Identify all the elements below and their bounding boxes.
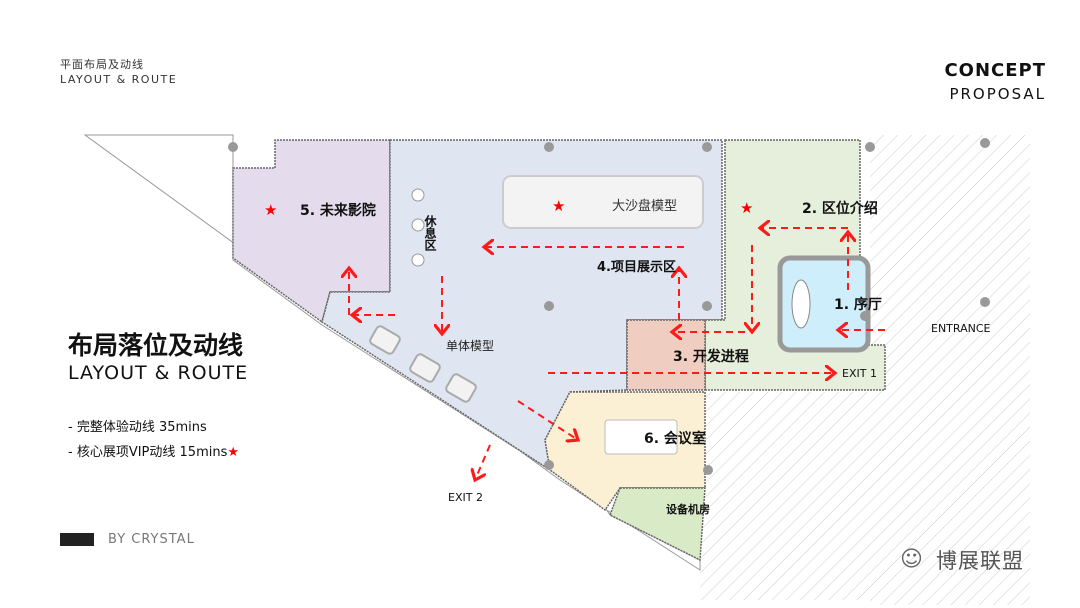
- route-full: - 完整体验动线 35mins: [68, 416, 207, 435]
- subtitle-cn: 平面布局及动线: [60, 58, 144, 71]
- zone-label-location: 2. 区位介绍: [802, 200, 878, 217]
- author: BY CRYSTAL: [108, 532, 195, 547]
- entrance-label: ENTRANCE: [931, 322, 991, 335]
- author-bar: [60, 533, 94, 546]
- zone-label-lobby: 1. 序厅: [834, 296, 882, 313]
- zone-label-rest: 休息区: [423, 214, 437, 252]
- unit-models: [369, 325, 477, 403]
- zone-label-progress: 3. 开发进程: [673, 348, 749, 365]
- zone-label-unit-model: 单体模型: [446, 339, 494, 353]
- wechat-icon: ☺: [900, 547, 923, 572]
- svg-text:★: ★: [264, 201, 277, 219]
- route-vip-label: - 核心展项VIP动线 15mins: [68, 445, 228, 460]
- zone-label-sandtable: 大沙盘模型: [612, 198, 677, 214]
- watermark-text: 博展联盟: [936, 549, 1024, 573]
- route-vip: - 核心展项VIP动线 15mins★: [68, 441, 239, 460]
- star-icon: ★: [227, 445, 240, 460]
- zone-label-equipment: 设备机房: [666, 502, 710, 516]
- zone-label-cinema: 5. 未来影院: [300, 202, 376, 219]
- concept-label: CONCEPT: [944, 60, 1046, 81]
- lobby-screen: [791, 279, 811, 329]
- rest-seats: [411, 188, 425, 267]
- exit1-label: EXIT 1: [842, 367, 877, 380]
- subtitle-en: LAYOUT & ROUTE: [60, 73, 178, 86]
- route-arrows: [349, 228, 885, 480]
- columns: [228, 138, 990, 475]
- zone-equipment[interactable]: [609, 487, 706, 562]
- page-title-en: LAYOUT & ROUTE: [68, 362, 249, 384]
- exit2-label: EXIT 2: [448, 491, 483, 504]
- route-full-label: - 完整体验动线 35mins: [68, 420, 207, 435]
- zone-label-meeting: 6. 会议室: [644, 430, 706, 447]
- page-title: 布局落位及动线: [68, 331, 244, 360]
- zone-label-exhibit: 4.项目展示区: [597, 260, 676, 275]
- svg-text:★: ★: [552, 197, 565, 215]
- meeting-table: [604, 419, 678, 455]
- vip-star-icons: ★ ★ ★: [264, 197, 753, 219]
- sandtable-model: [502, 175, 704, 229]
- adjacent-area-lower: [700, 392, 870, 600]
- proposal-label: PROPOSAL: [949, 85, 1046, 103]
- svg-text:★: ★: [740, 199, 753, 217]
- adjacent-area: [870, 135, 1030, 605]
